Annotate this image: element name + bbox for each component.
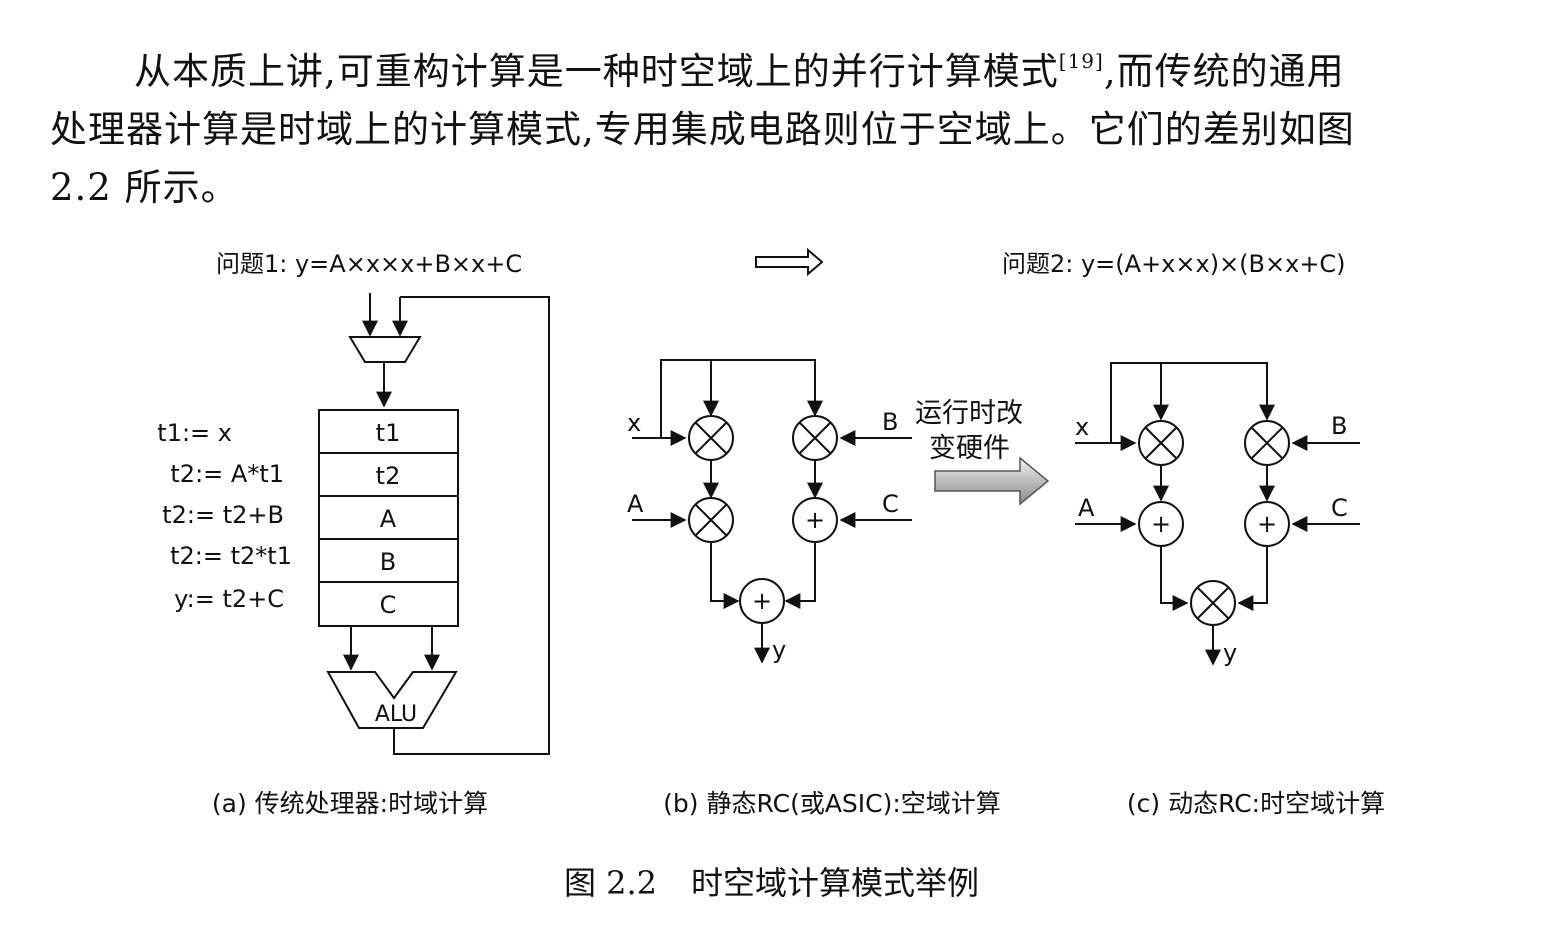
assignment-3: t2:= t2+B bbox=[162, 501, 284, 529]
panel-a bbox=[318, 293, 550, 755]
figure-title: 时空域计算模式举例 bbox=[691, 864, 980, 902]
panel-c-caption: (c) 动态RC:时空域计算 bbox=[1127, 789, 1385, 818]
paragraph-line-1-text: 从本质上讲,可重构计算是一种时空域上的并行计算模式 bbox=[134, 50, 1059, 93]
panel-b-plus-1: + bbox=[805, 506, 825, 534]
runtime-change-label-line-1: 运行时改 bbox=[915, 398, 1023, 429]
add-node-b2 bbox=[739, 578, 785, 624]
multiply-node-b1 bbox=[688, 415, 734, 461]
paragraph-line-1: 从本质上讲,可重构计算是一种时空域上的并行计算模式[19],而传统的通用 bbox=[50, 32, 1512, 101]
panel-c-input-x: x bbox=[1075, 413, 1089, 441]
assignment-5: y:= t2+C bbox=[174, 585, 284, 613]
add-node-c2 bbox=[1244, 501, 1290, 547]
assignment-1: t1:= x bbox=[157, 419, 232, 447]
problem-transition-arrow bbox=[755, 247, 824, 277]
panel-b-input-x: x bbox=[627, 409, 641, 437]
panel-c-input-c: C bbox=[1331, 494, 1348, 522]
multiply-node-c1 bbox=[1138, 420, 1184, 466]
register-b: B bbox=[380, 548, 396, 576]
runtime-change-arrow bbox=[934, 456, 1050, 506]
register-c: C bbox=[380, 591, 397, 619]
panel-c-input-a: A bbox=[1078, 494, 1095, 522]
multiply-node-c2 bbox=[1244, 420, 1290, 466]
panel-c-plus-2: + bbox=[1257, 510, 1277, 538]
register-labels: t1 t2 A B C bbox=[376, 419, 401, 619]
multiplexer bbox=[348, 336, 422, 363]
panel-b-input-b: B bbox=[882, 408, 898, 436]
problem-1-title: 问题1: y=A×x×x+B×x+C bbox=[216, 250, 522, 278]
panel-b-input-a: A bbox=[627, 490, 644, 518]
assignment-2: t2:= A*t1 bbox=[170, 460, 284, 488]
panel-c bbox=[1075, 362, 1360, 666]
alu-shape bbox=[326, 671, 458, 729]
panel-b-plus-2: + bbox=[752, 587, 772, 615]
paragraph-line-3: 2.2 所示。 bbox=[50, 166, 239, 209]
register-t1: t1 bbox=[376, 419, 401, 447]
multiply-node-b2 bbox=[792, 415, 838, 461]
panel-c-plus-1: + bbox=[1151, 510, 1171, 538]
panel-c-input-b: B bbox=[1331, 412, 1347, 440]
panel-c-output-y: y bbox=[1223, 639, 1237, 667]
problem-2-title: 问题2: y=(A+x×x)×(B×x+C) bbox=[1002, 250, 1346, 278]
panel-b-labels: + + x A B C y bbox=[627, 408, 899, 664]
figure-number: 图 2.2 bbox=[563, 864, 658, 902]
citation-reference[interactable]: [19] bbox=[1058, 49, 1104, 73]
assignment-4: t2:= t2*t1 bbox=[170, 542, 292, 570]
add-node-b1 bbox=[792, 497, 838, 543]
register-file bbox=[318, 409, 459, 627]
assignment-list: t1:= x t2:= A*t1 t2:= t2+B t2:= t2*t1 y:… bbox=[157, 419, 292, 613]
body-paragraph: 从本质上讲,可重构计算是一种时空域上的并行计算模式[19],而传统的通用 处理器… bbox=[50, 32, 1512, 217]
alu-label: ALU bbox=[375, 702, 417, 727]
panel-b-caption: (b) 静态RC(或ASIC):空域计算 bbox=[663, 789, 1001, 818]
panel-b bbox=[632, 359, 912, 664]
paragraph-line-2: 处理器计算是时域上的计算模式,专用集成电路则位于空域上。它们的差别如图 bbox=[50, 108, 1355, 151]
multiply-node-b3 bbox=[688, 497, 734, 543]
add-node-c1 bbox=[1138, 501, 1184, 547]
figure-caption: 图 2.2 时空域计算模式举例 bbox=[0, 858, 1543, 904]
multiply-node-c3 bbox=[1190, 580, 1236, 626]
paragraph-line-1-tail: ,而传统的通用 bbox=[1103, 50, 1345, 93]
panel-a-caption: (a) 传统处理器:时域计算 bbox=[212, 789, 488, 818]
runtime-change-label-line-2: 变硬件 bbox=[929, 433, 1010, 464]
panel-b-input-c: C bbox=[882, 490, 899, 518]
register-t2: t2 bbox=[376, 462, 401, 490]
register-a: A bbox=[380, 505, 397, 533]
panel-b-output-y: y bbox=[772, 636, 786, 664]
panel-c-labels: + + x A B C y bbox=[1075, 412, 1348, 667]
